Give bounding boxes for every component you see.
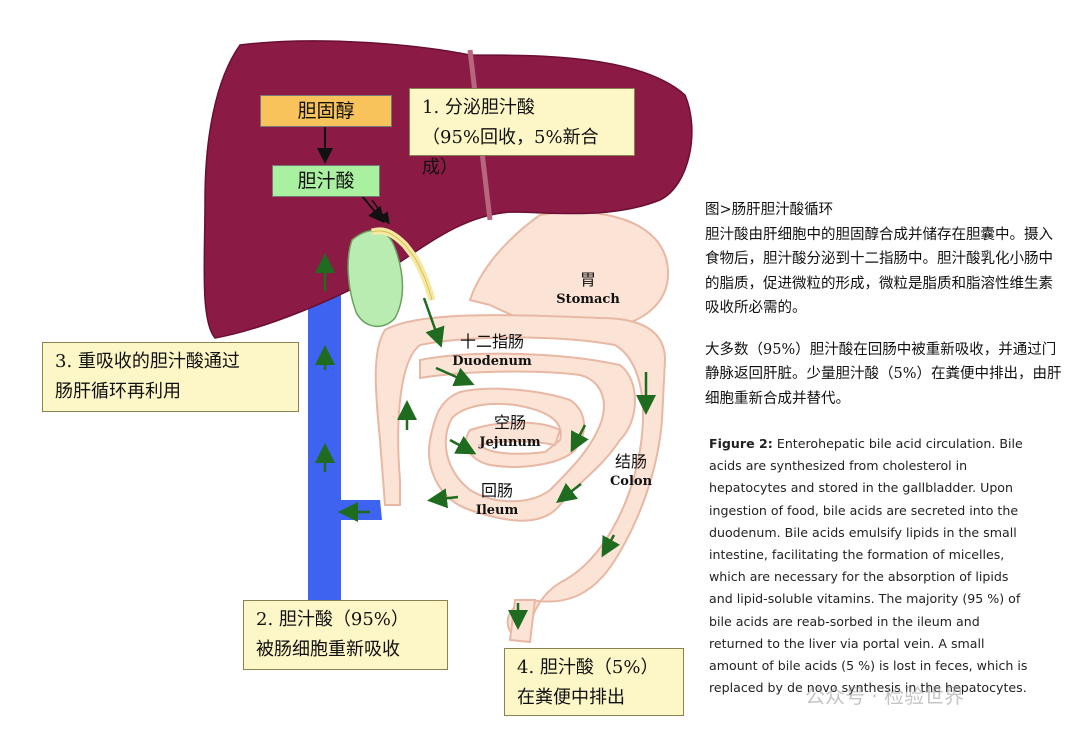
- arrow: [570, 424, 589, 453]
- step2-line1: 2. 胆汁酸（95%）: [256, 609, 409, 630]
- cn-description: 图>肠肝胆汁酸循环 胆汁酸由肝细胞中的胆固醇合成并储存在胆囊中。摄入食物后，胆汁…: [705, 198, 1065, 428]
- step3-callout: 3. 重吸收的胆汁酸通过 肠肝循环再利用: [42, 342, 299, 412]
- step3-line2: 肠肝循环再利用: [55, 381, 181, 402]
- step4-line1: 4. 胆汁酸（5%）: [517, 657, 659, 678]
- cn-title: 图>肠肝胆汁酸循环: [705, 202, 834, 218]
- step3-line1: 3. 重吸收的胆汁酸通过: [55, 351, 240, 372]
- figure-caption-label: Figure 2:: [709, 436, 773, 451]
- figure-caption-text: Enterohepatic bile acid circulation. Bil…: [709, 436, 1028, 696]
- step2-callout: 2. 胆汁酸（95%） 被肠细胞重新吸收: [243, 600, 448, 670]
- arrow: [422, 297, 445, 348]
- arrow: [449, 436, 477, 455]
- cn-paragraph-2: 大多数（95%）胆汁酸在回肠中被重新吸收，并通过门静脉返回肝脏。少量胆汁酸（5%…: [705, 341, 1062, 407]
- arrow: [435, 366, 475, 387]
- jejunum-label: 空肠 Jejunum: [479, 413, 541, 450]
- colon-label: 结肠 Colon: [609, 452, 653, 489]
- step1-callout: 1. 分泌胆汁酸 （95%回收，5%新合成）: [409, 88, 635, 178]
- step1-line1: 1. 分泌胆汁酸: [422, 97, 535, 118]
- gallbladder: [347, 227, 436, 327]
- stomach-label: 胃 Stomach: [556, 270, 620, 307]
- intestines: [374, 211, 670, 644]
- cn-paragraph-1: 胆汁酸由肝细胞中的胆固醇合成并储存在胆囊中。摄入食物后，胆汁酸分泌到十二指肠中。…: [705, 226, 1053, 317]
- figure-caption: Figure 2: Enterohepatic bile acid circul…: [709, 433, 1029, 699]
- secretion-arrow-2: [371, 199, 390, 225]
- bile-acid-tag: 胆汁酸: [272, 165, 380, 197]
- duodenum-label: 十二指肠 Duodenum: [452, 332, 532, 369]
- ileum-label: 回肠 Ileum: [475, 481, 519, 518]
- arrow: [556, 482, 582, 504]
- arrow: [427, 488, 459, 509]
- step2-line2: 被肠细胞重新吸收: [256, 639, 400, 660]
- step1-line2: （95%回收，5%新合成）: [422, 127, 599, 178]
- step4-callout: 4. 胆汁酸（5%） 在粪便中排出: [504, 648, 684, 716]
- small-intestine-shape: [419, 352, 636, 522]
- colon-shape: [374, 314, 667, 641]
- arrow: [601, 534, 621, 558]
- step4-line2: 在粪便中排出: [517, 687, 625, 708]
- portal-vein: [308, 280, 382, 610]
- cholesterol-tag: 胆固醇: [260, 95, 392, 127]
- watermark: 公众号 · 检验世界: [805, 684, 965, 708]
- flow-arrows: [315, 253, 656, 630]
